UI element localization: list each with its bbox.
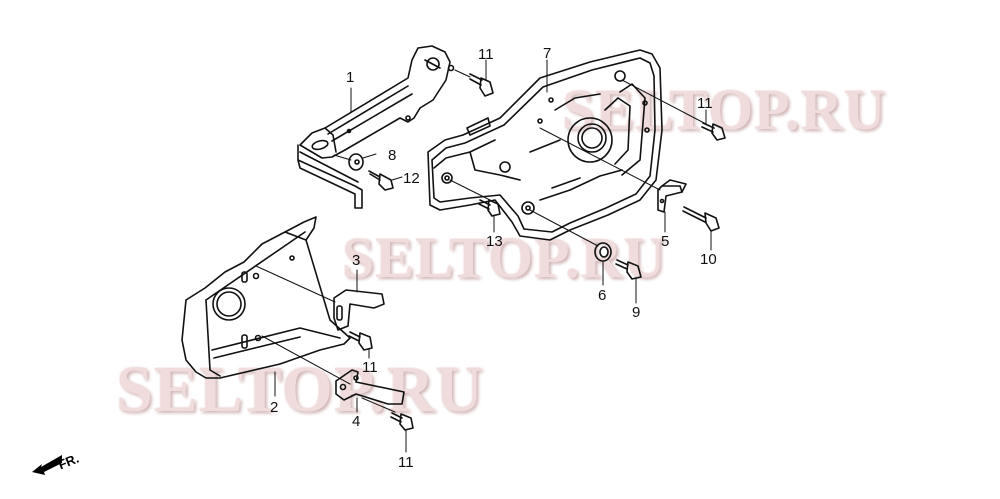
callout-11-upper-bracket: 11 — [478, 46, 494, 63]
part-11-bolt-c — [348, 331, 373, 351]
callout-1: 1 — [346, 69, 355, 86]
part-13-bolt — [478, 199, 501, 217]
callout-10: 10 — [700, 251, 717, 268]
callout-9: 9 — [632, 304, 641, 321]
part-9-bolt — [615, 259, 642, 280]
callout-11-clip-4: 11 — [398, 454, 414, 471]
callout-leaders — [274, 59, 712, 453]
part-4-clip — [335, 369, 405, 413]
callout-4: 4 — [352, 413, 361, 430]
part-10-bolt — [682, 206, 720, 232]
part-1-bracket — [297, 45, 455, 209]
part-5-clip — [657, 179, 687, 213]
callout-11-clip-3: 11 — [362, 359, 378, 376]
callout-6: 6 — [598, 287, 607, 304]
watermark-bottom-left: SELTOP.RU — [116, 353, 484, 426]
watermark-middle: SELTOP.RU — [342, 225, 667, 290]
callout-11-cover-right: 11 — [697, 95, 713, 112]
callout-13: 13 — [486, 233, 503, 250]
callout-2: 2 — [270, 399, 279, 416]
part-11-bolt-b — [701, 122, 726, 141]
part-8-washer — [348, 153, 364, 171]
leader-8-line — [333, 154, 352, 161]
callout-5: 5 — [661, 233, 670, 250]
part-6-grommet — [594, 242, 612, 262]
part-7-cover — [427, 49, 663, 241]
callout-7: 7 — [543, 45, 552, 62]
callout-8: 8 — [388, 147, 397, 164]
part-11-bolt-a — [454, 69, 494, 97]
callout-12: 12 — [403, 170, 420, 187]
part-3-clip — [333, 289, 385, 331]
leader-lines — [255, 79, 707, 385]
part-11-bolt-d — [390, 412, 414, 431]
part-12-bolt — [368, 170, 394, 191]
callout-3: 3 — [352, 252, 361, 269]
part-2-guard — [181, 216, 351, 379]
front-arrow-icon — [32, 455, 62, 475]
